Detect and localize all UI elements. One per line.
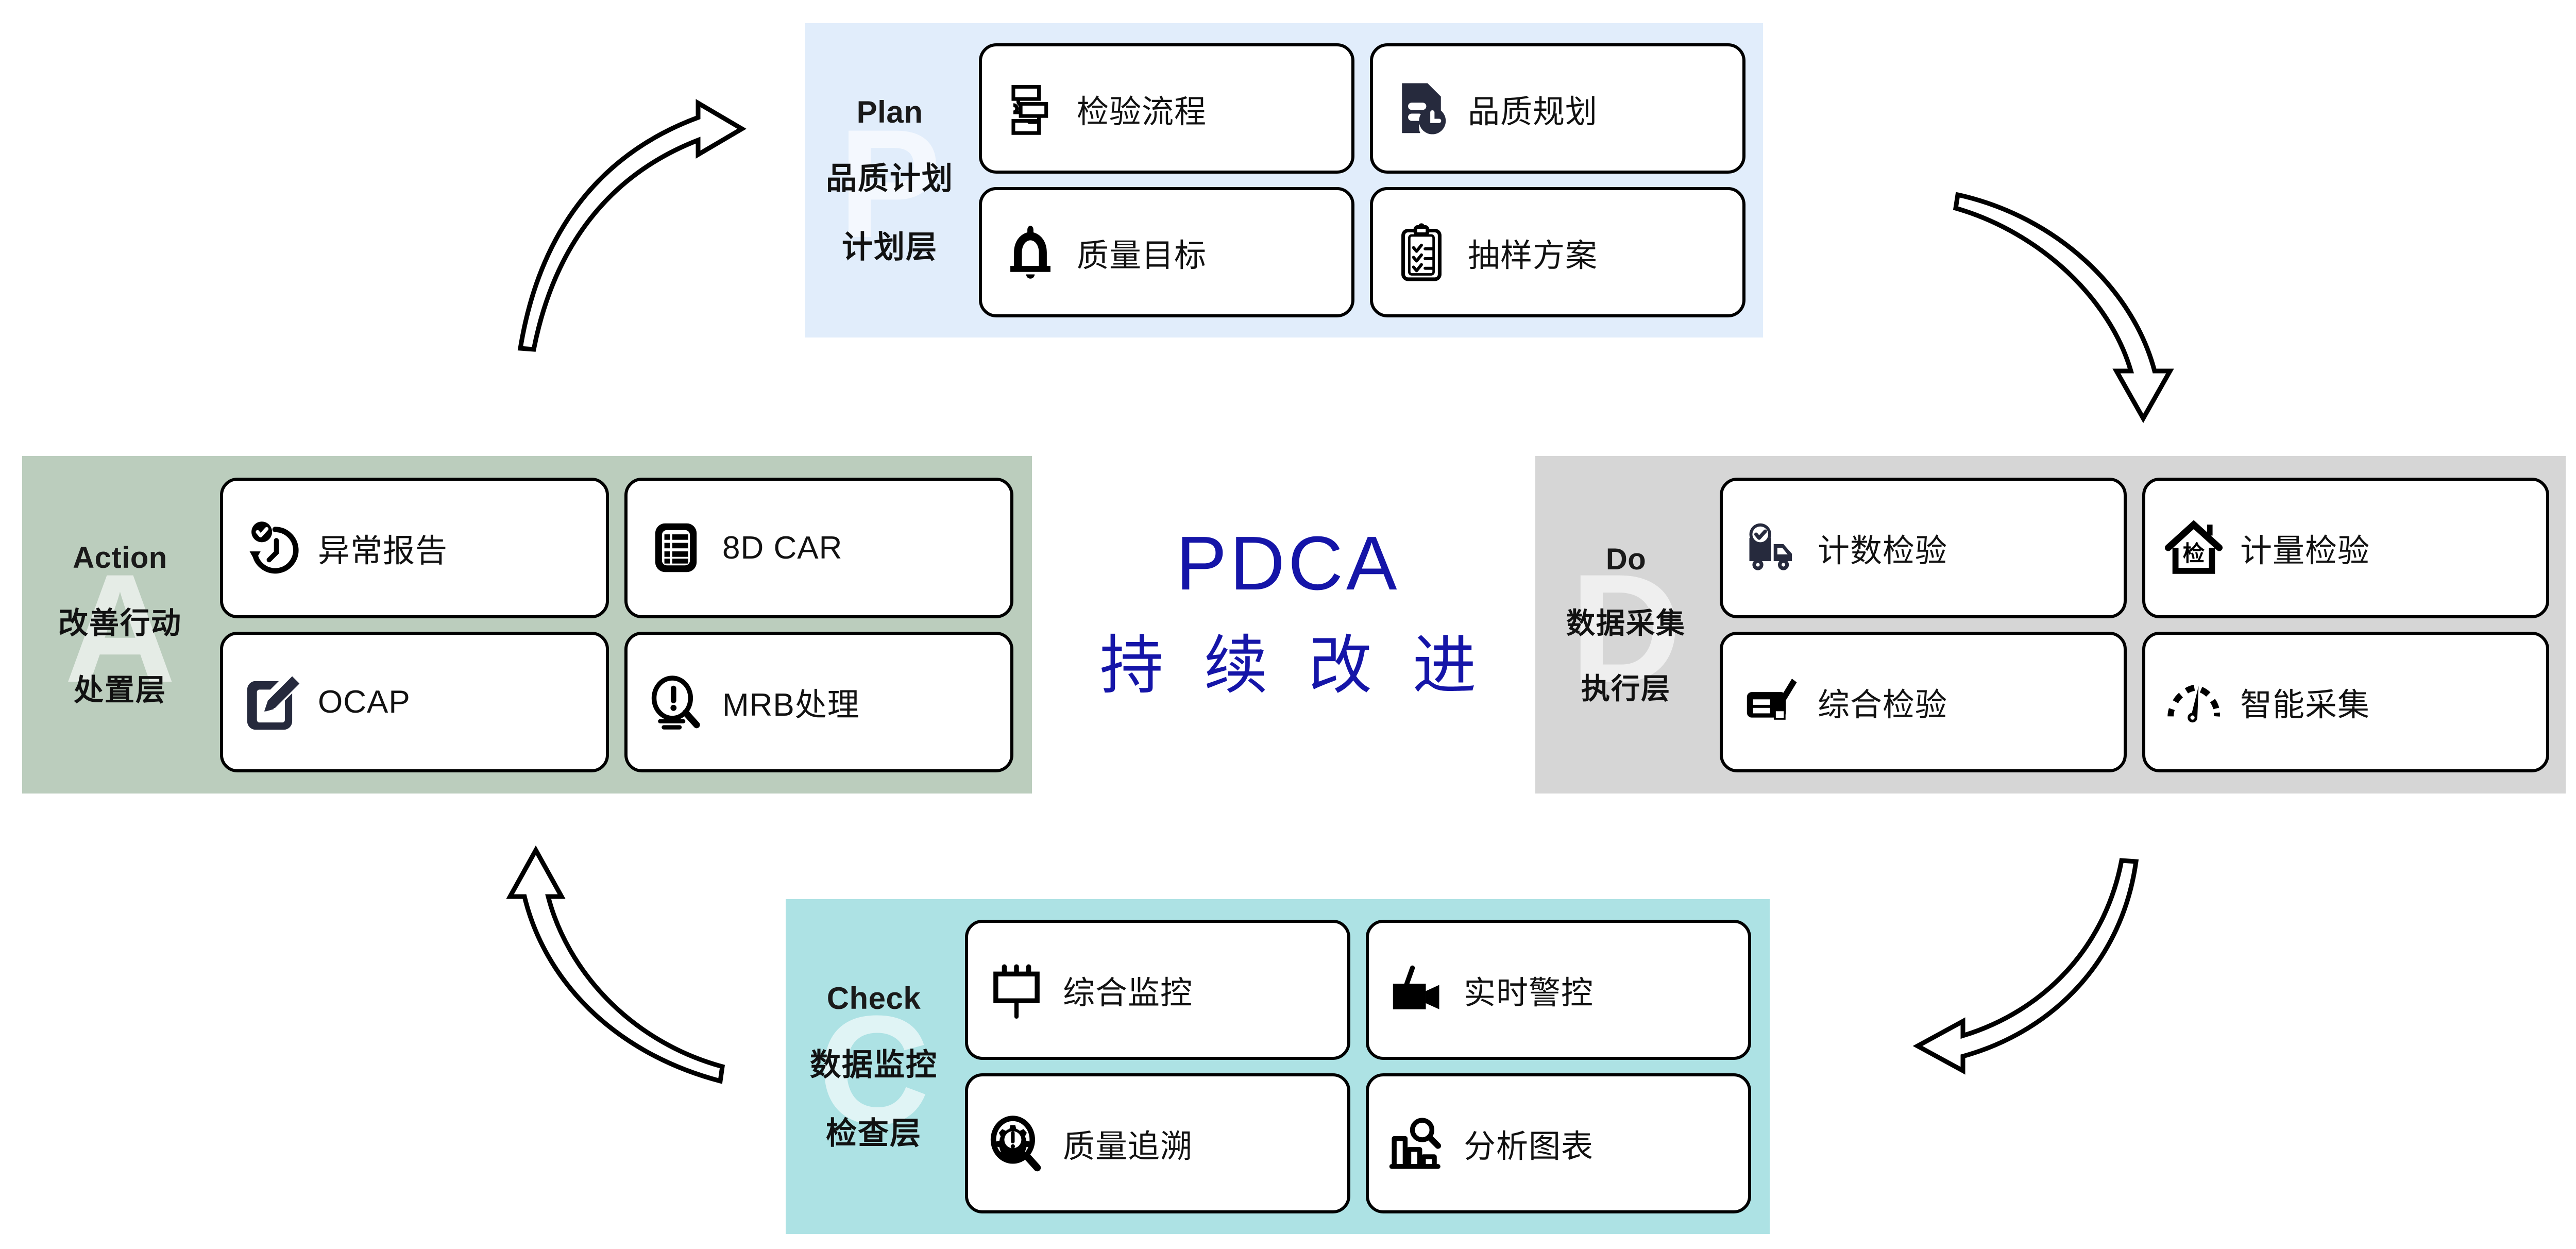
plan-card-quality-target[interactable]: 质量目标 bbox=[979, 187, 1354, 317]
arrow-check-to-action bbox=[506, 845, 725, 1084]
check-card-label: 质量追溯 bbox=[1063, 1129, 1193, 1164]
do-card-label: 综合检验 bbox=[1818, 687, 1948, 723]
check-card-analysis-chart[interactable]: 分析图表 bbox=[1366, 1073, 1751, 1213]
action-card-label: 8D CAR bbox=[722, 530, 843, 566]
check-card-comprehensive-monitor[interactable]: 综合监控 bbox=[965, 920, 1350, 1060]
monitor-sign-icon bbox=[984, 957, 1049, 1023]
list-document-icon bbox=[643, 515, 709, 581]
document-clock-icon bbox=[1388, 76, 1454, 142]
action-card-label: OCAP bbox=[318, 684, 411, 720]
arrow-check-to-plan bbox=[517, 99, 747, 352]
quadrant-action: A Action 改善行动 处置层 异常报告 bbox=[22, 456, 1032, 794]
pdca-subtitle: 持 续 改 进 bbox=[1099, 630, 1488, 701]
check-card-label: 实时警控 bbox=[1464, 975, 1594, 1011]
do-card-label: 计数检验 bbox=[1818, 533, 1948, 569]
center-text-block: PDCA 持 续 改 进 bbox=[1061, 526, 1515, 698]
check-chinese-label-1: 数据监控 bbox=[810, 1047, 938, 1082]
check-english-label: Check bbox=[826, 981, 921, 1016]
edit-pencil-icon bbox=[239, 669, 304, 735]
do-card-label: 计量检验 bbox=[2240, 533, 2370, 569]
do-card-measure-inspection[interactable]: 检 计量检验 bbox=[2142, 477, 2549, 618]
do-card-count-inspection[interactable]: 计数检验 bbox=[1720, 477, 2127, 618]
check-card-label: 综合监控 bbox=[1063, 975, 1193, 1011]
card-pen-icon bbox=[1738, 669, 1804, 735]
do-card-comprehensive-inspection[interactable]: 综合检验 bbox=[1720, 631, 2127, 772]
do-card-label: 智能采集 bbox=[2240, 687, 2370, 723]
action-card-label: 异常报告 bbox=[318, 533, 448, 569]
check-label-column: C Check 数据监控 检查层 bbox=[786, 899, 962, 1234]
quadrant-do: D Do 数据采集 执行层 bbox=[1535, 456, 2566, 794]
action-card-mrb-handling[interactable]: MRB处理 bbox=[624, 631, 1013, 772]
house-inspect-icon: 检 bbox=[2161, 515, 2227, 581]
plan-card-sampling-plan[interactable]: 抽样方案 bbox=[1370, 187, 1745, 317]
plan-label-column: P Plan 品质计划 计划层 bbox=[805, 23, 975, 337]
do-card-grid: 计数检验 检 计量检验 bbox=[1720, 477, 2549, 772]
check-chinese-label-2: 检查层 bbox=[826, 1116, 922, 1151]
plan-card-label: 抽样方案 bbox=[1468, 238, 1598, 274]
action-card-grid: 异常报告 8D CAR bbox=[220, 477, 1013, 772]
action-card-abnormal-report[interactable]: 异常报告 bbox=[220, 477, 609, 618]
magnifier-alert-icon bbox=[643, 669, 709, 735]
do-chinese-label-2: 执行层 bbox=[1581, 672, 1671, 705]
do-english-label: Do bbox=[1605, 543, 1647, 576]
plan-card-label: 质量目标 bbox=[1077, 238, 1207, 274]
bell-icon bbox=[997, 220, 1063, 285]
check-card-grid: 综合监控 实时警控 bbox=[965, 920, 1751, 1213]
clipboard-check-icon bbox=[1388, 220, 1454, 285]
flowchart-icon bbox=[997, 76, 1063, 142]
plan-chinese-label-2: 计划层 bbox=[842, 229, 938, 264]
do-label-column: D Do 数据采集 执行层 bbox=[1535, 456, 1717, 794]
bar-chart-magnifier-icon bbox=[1384, 1110, 1450, 1176]
quadrant-plan: P Plan 品质计划 计划层 检验流程 bbox=[805, 23, 1763, 337]
plan-chinese-label-1: 品质计划 bbox=[826, 161, 954, 196]
arrow-plan-to-do bbox=[1953, 192, 2174, 424]
action-chinese-label-2: 处置层 bbox=[73, 673, 166, 707]
plan-card-grid: 检验流程 品质规划 bbox=[979, 43, 1745, 317]
action-card-8d-car[interactable]: 8D CAR bbox=[624, 477, 1013, 618]
do-card-smart-collection[interactable]: 智能采集 bbox=[2142, 631, 2549, 772]
action-card-ocap[interactable]: OCAP bbox=[220, 631, 609, 772]
check-card-label: 分析图表 bbox=[1464, 1129, 1594, 1164]
action-chinese-label-1: 改善行动 bbox=[58, 606, 182, 640]
check-card-realtime-alarm[interactable]: 实时警控 bbox=[1366, 920, 1751, 1060]
plan-card-inspection-flow[interactable]: 检验流程 bbox=[979, 43, 1354, 174]
quadrant-check: C Check 数据监控 检查层 综合监控 bbox=[786, 899, 1770, 1234]
gauge-icon bbox=[2161, 669, 2227, 735]
plan-card-label: 品质规划 bbox=[1468, 94, 1598, 130]
do-chinese-label-1: 数据采集 bbox=[1566, 607, 1686, 639]
pdca-acronym: PDCA bbox=[1176, 521, 1400, 606]
clock-check-history-icon bbox=[239, 515, 304, 581]
video-camera-icon bbox=[1384, 957, 1450, 1023]
svg-text:检: 检 bbox=[2183, 542, 2205, 566]
action-label-column: A Action 改善行动 处置层 bbox=[22, 456, 218, 794]
action-card-label: MRB处理 bbox=[722, 687, 860, 723]
magnifier-gear-icon bbox=[984, 1110, 1049, 1176]
plan-english-label: Plan bbox=[856, 94, 923, 129]
check-card-quality-trace[interactable]: 质量追溯 bbox=[965, 1073, 1350, 1213]
action-english-label: Action bbox=[73, 541, 167, 575]
truck-check-icon bbox=[1738, 515, 1804, 581]
plan-card-label: 检验流程 bbox=[1077, 94, 1207, 130]
arrow-do-to-check bbox=[1912, 858, 2139, 1075]
plan-card-quality-planning[interactable]: 品质规划 bbox=[1370, 43, 1745, 174]
